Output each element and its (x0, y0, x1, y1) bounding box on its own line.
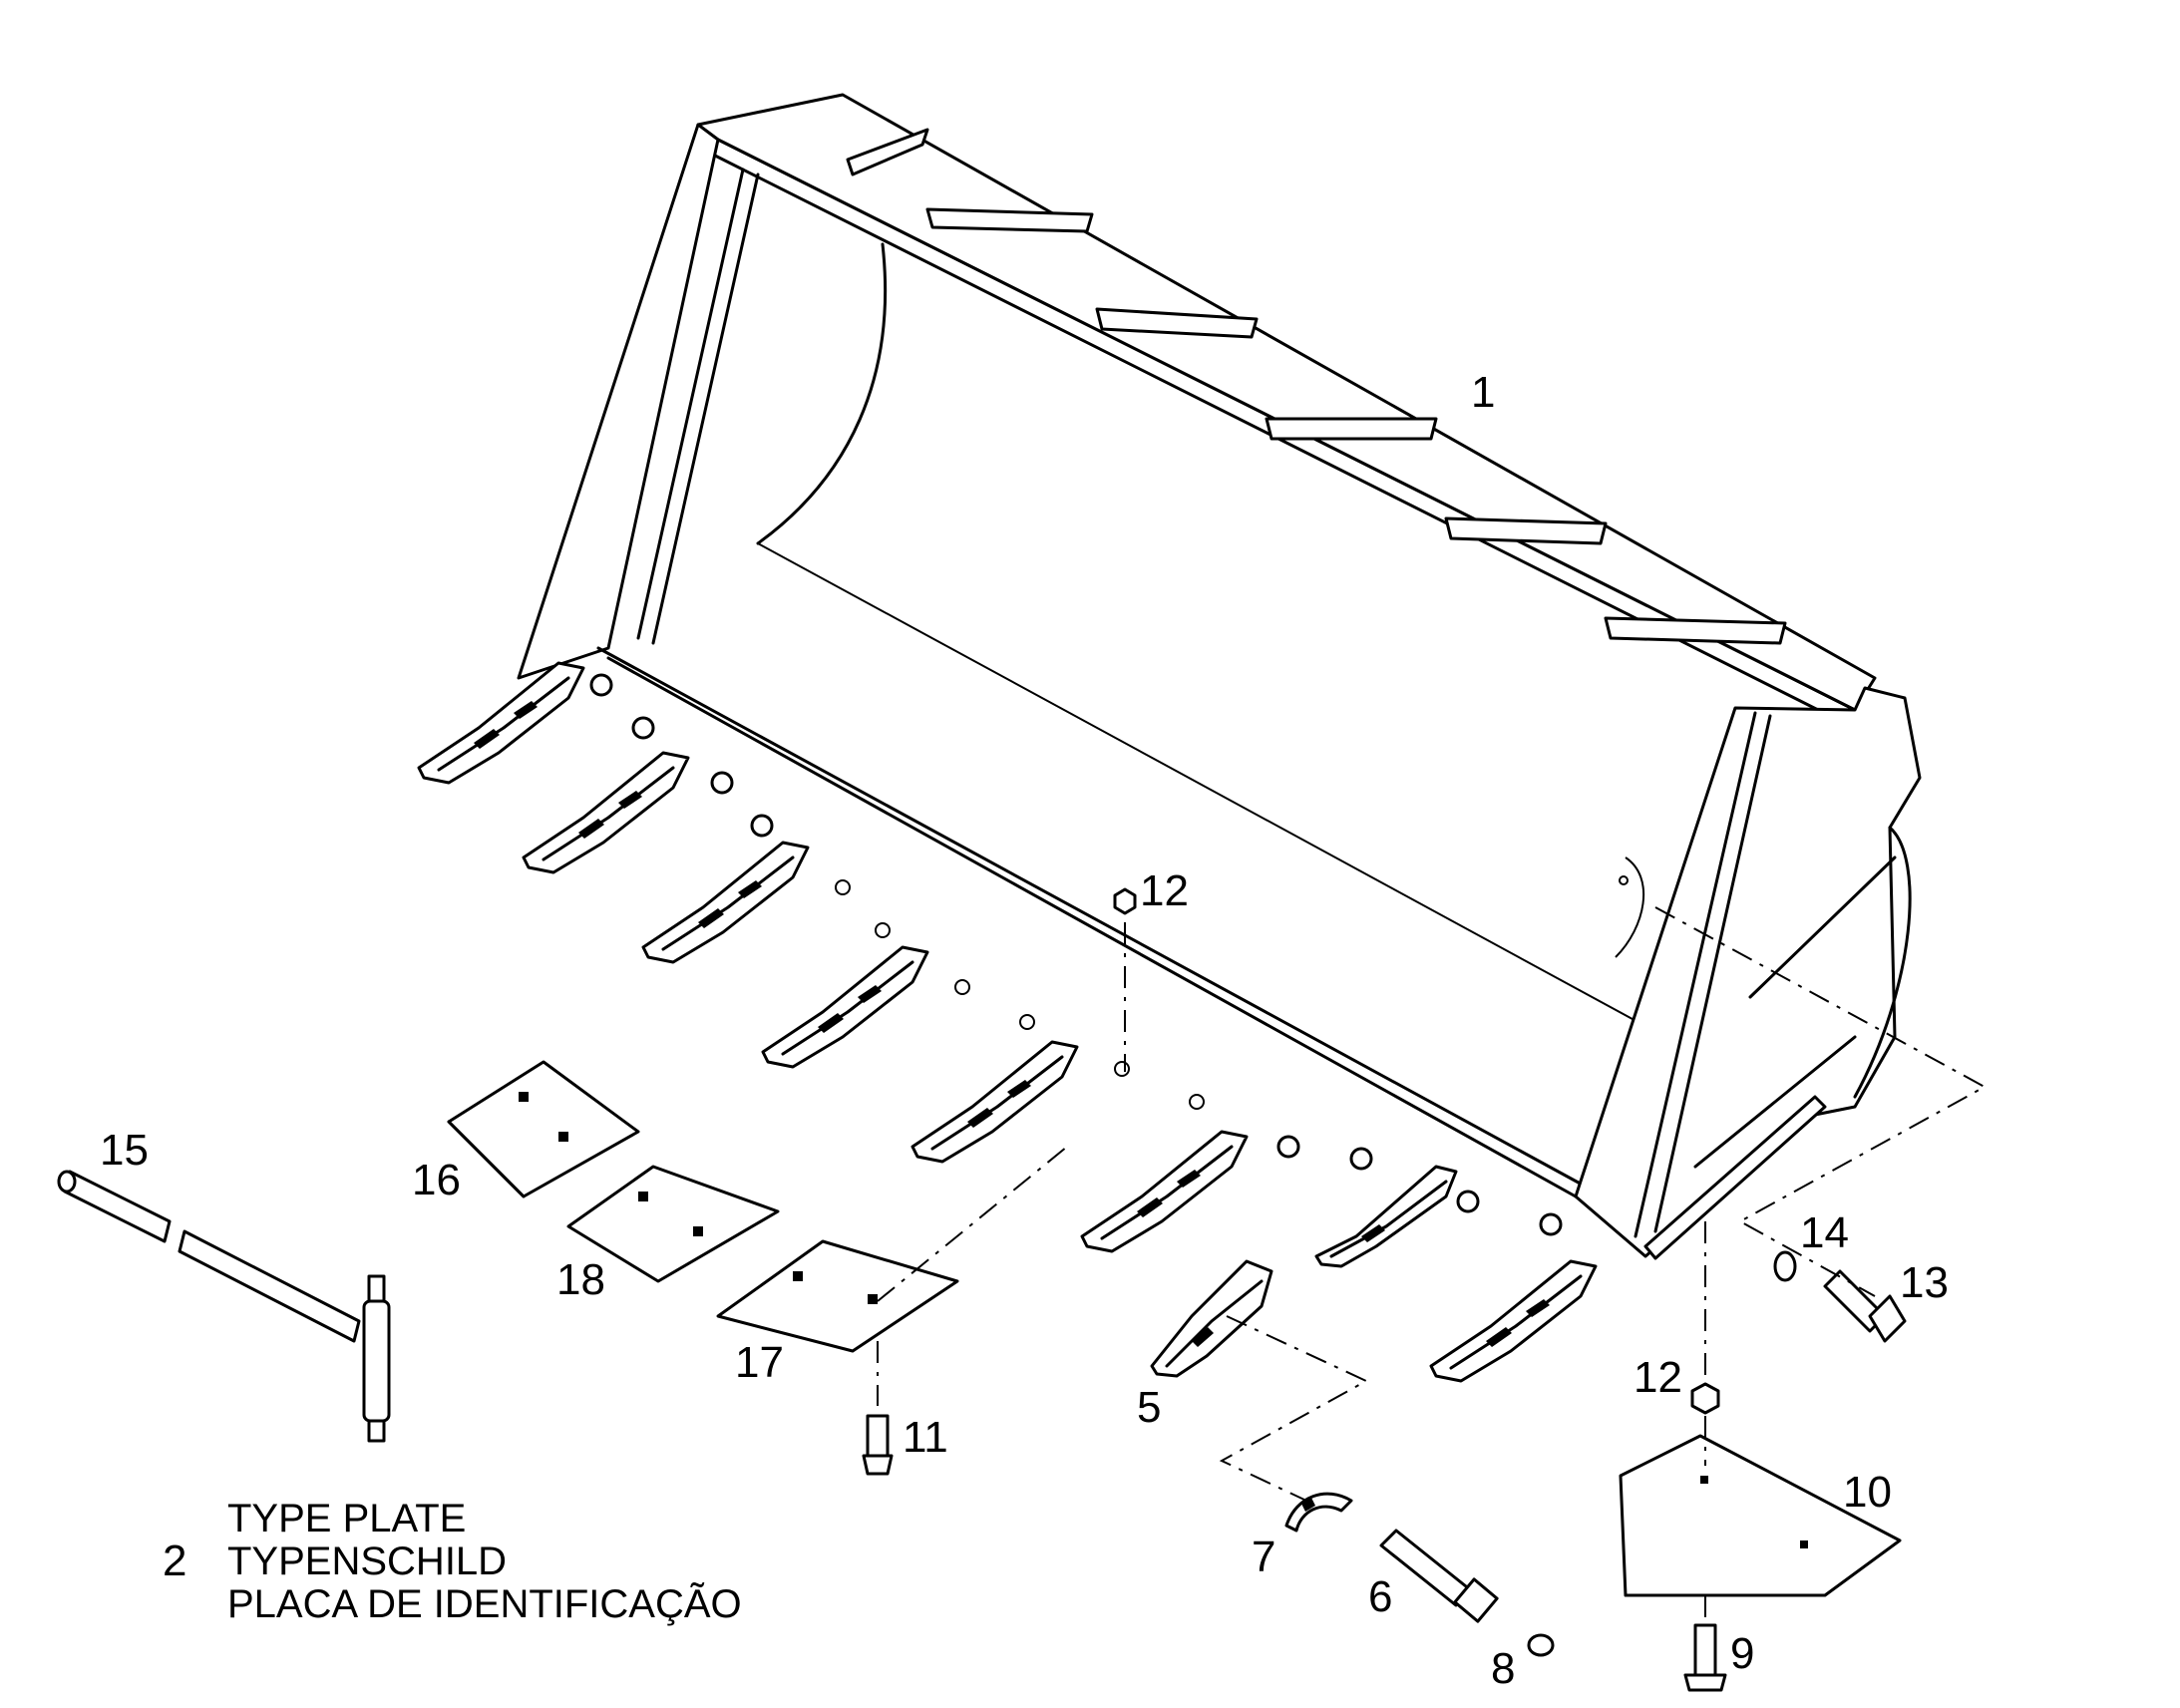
type-plate-label-pt: PLACA DE IDENTIFICAÇÃO (227, 1582, 742, 1627)
callout-11: 11 (903, 1413, 948, 1462)
callout-18: 18 (556, 1255, 605, 1304)
callout-12-bottom: 12 (1634, 1353, 1682, 1402)
callout-12-top: 12 (1140, 866, 1189, 915)
tooth (1314, 1165, 1458, 1268)
bucket-body (517, 93, 1922, 1260)
callout-17: 17 (735, 1338, 784, 1387)
sleeve-8 (1527, 1633, 1555, 1657)
tooth (1080, 1130, 1249, 1253)
type-plate-note: TYPE PLATE TYPENSCHILD PLACA DE IDENTIFI… (227, 1497, 742, 1627)
retainer-7 (1284, 1492, 1353, 1533)
side-plate-10 (1619, 1434, 1902, 1597)
bolt-9 (1683, 1595, 1727, 1692)
tooth (910, 1040, 1079, 1164)
tooth (522, 751, 690, 874)
callout-8: 8 (1491, 1644, 1516, 1693)
callout-1: 1 (1471, 368, 1496, 417)
tooth-row (417, 661, 1598, 1383)
wear-plate-18 (566, 1165, 780, 1283)
pin-6 (1379, 1529, 1499, 1623)
top-ribs (846, 128, 1787, 645)
edge-nuts (589, 673, 1563, 1236)
callout-16: 16 (412, 1156, 461, 1204)
pin-tool-15 (57, 1170, 391, 1443)
callout-13: 13 (1900, 1258, 1949, 1307)
type-plate-label-en: TYPE PLATE (227, 1497, 467, 1540)
callout-2: 2 (163, 1537, 187, 1585)
tooth-detached (1150, 1259, 1273, 1378)
tooth (1429, 1259, 1598, 1383)
tooth (761, 945, 929, 1069)
callout-14: 14 (1800, 1208, 1849, 1257)
nut-12-top (1113, 887, 1137, 1072)
tooth (417, 661, 585, 785)
bolt-11 (862, 1341, 894, 1476)
bolt-13 (1823, 1269, 1907, 1343)
callout-9: 9 (1730, 1629, 1755, 1678)
callout-7: 7 (1252, 1533, 1276, 1581)
nut-12-bottom (1690, 1221, 1720, 1466)
wear-plate-16 (447, 1060, 640, 1198)
type-plate-label-de: TYPENSCHILD (227, 1539, 508, 1584)
wear-plate-17 (716, 1146, 1068, 1353)
tooth (641, 841, 810, 964)
callout-15: 15 (100, 1126, 149, 1175)
callout-5: 5 (1137, 1383, 1162, 1432)
washer-14 (1773, 1250, 1797, 1282)
callout-10: 10 (1843, 1468, 1892, 1517)
callout-6: 6 (1368, 1572, 1393, 1621)
